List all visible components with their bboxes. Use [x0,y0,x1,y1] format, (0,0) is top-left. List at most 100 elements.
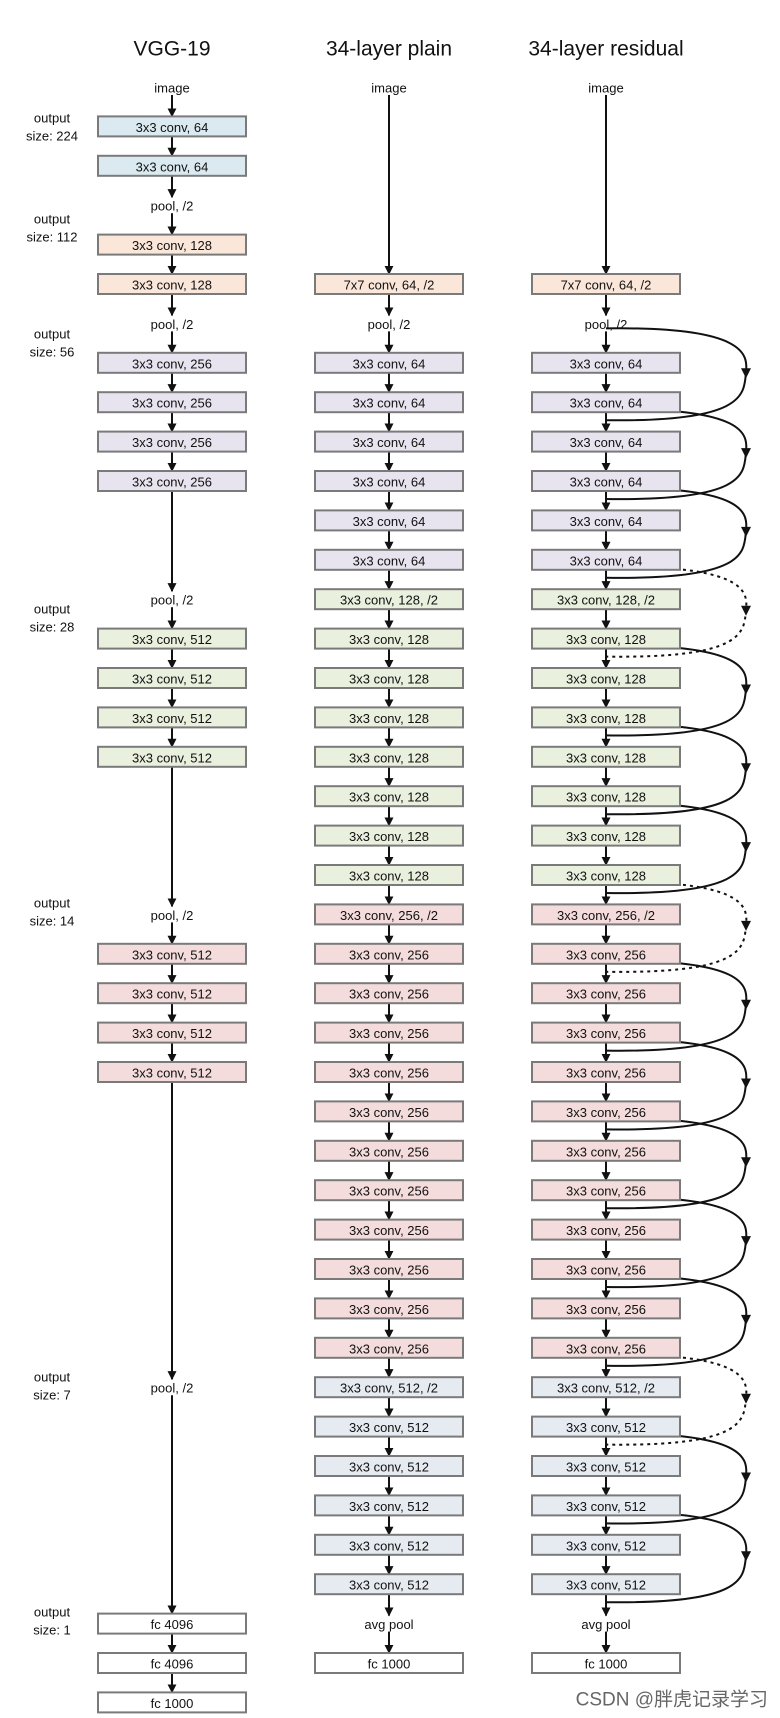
residual34-layer-box [531,745,681,768]
output-size-224-value: size: 224 [26,129,78,144]
plain34-layer-box [314,1100,464,1123]
vgg19-op-label: pool, /2 [151,908,194,923]
plain34-layer-box [314,1139,464,1162]
residual34-layer-label: 3x3 conv, 512 [566,1538,646,1553]
vgg19-layer-box [97,470,247,492]
vgg19-layer-label: 3x3 conv, 512 [132,1026,212,1041]
plain34-layer-box [314,942,464,965]
residual34-layer-box [531,273,681,295]
plain34-layer-label: 3x3 conv, 256 [349,1105,429,1120]
vgg19-layer-label: 3x3 conv, 512 [132,987,212,1002]
output-size-28-label: output [34,602,71,617]
vgg19-layer-box [97,115,247,138]
plain34-layer-label: 3x3 conv, 64 [353,356,426,371]
plain34-layer-label: 3x3 conv, 128 [349,711,429,726]
plain34-layer-label: 3x3 conv, 64 [353,396,426,411]
plain34-layer-box [314,509,464,532]
residual34-layer-label: fc 1000 [585,1657,628,1672]
plain34-layer-box [314,1061,464,1083]
residual34-layer-box [531,824,681,847]
shortcut-arrowhead [741,368,751,379]
plain34-layer-box [314,824,464,847]
residual34-layer-box [531,903,681,926]
plain34-layer-box [314,667,464,689]
plain34-title: 34-layer plain [326,38,452,61]
residual34-layer-box [531,627,681,650]
plain34-layer-label: 3x3 conv, 256 [349,1302,429,1317]
shortcut-arrowhead [741,448,751,459]
plain34-layer-box [314,470,464,492]
plain34-layer-label: 3x3 conv, 256 [349,1223,429,1238]
residual34-layer-box [531,470,681,492]
plain34-layer-label: 3x3 conv, 256 [349,987,429,1002]
residual34-layer-label: 3x3 conv, 128 [566,790,646,805]
output-size-56-label: output [34,327,71,342]
residual34-layer-label: 3x3 conv, 512 [566,1499,646,1514]
residual34-layer-box [531,351,681,374]
plain34-layer-label: 3x3 conv, 512 [349,1538,429,1553]
plain34-layer-box [314,1573,464,1596]
residual34-layer-box [531,1376,681,1399]
plain34-layer-label: 3x3 conv, 128 [349,672,429,687]
plain34-layer-label: 3x3 conv, 64 [353,435,426,450]
plain34-layer-box [314,1258,464,1280]
residual34-layer-label: 3x3 conv, 256 [566,1302,646,1317]
shortcut-arrowhead [741,1472,751,1483]
vgg19-layer-label: 3x3 conv, 512 [132,632,212,647]
plain34-layer-box [314,982,464,1005]
residual34-layer-label: 3x3 conv, 256 [566,1184,646,1199]
residual34-layer-box [531,1139,681,1162]
plain34-op-label: avg pool [364,1617,413,1632]
residual34-layer-box [531,1494,681,1517]
output-size-28-value: size: 28 [30,620,75,635]
residual34-layer-box [531,667,681,689]
plain34-layer-label: 3x3 conv, 256 [349,1026,429,1041]
plain34-layer-label: 3x3 conv, 512 [349,1499,429,1514]
vgg19-layer-label: 3x3 conv, 512 [132,750,212,765]
residual34-layer-label: 3x3 conv, 256 [566,1341,646,1356]
residual34-layer-box [531,1179,681,1202]
residual34-layer-label: 3x3 conv, 64 [570,553,643,568]
plain34-layer-label: 3x3 conv, 256 [349,1144,429,1159]
residual34-layer-box [531,942,681,965]
output-size-1-value: size: 1 [33,1623,71,1638]
residual34-layer-box [531,1415,681,1438]
vgg19-op-label: pool, /2 [151,317,194,332]
vgg19-layer-label: 3x3 conv, 64 [136,120,209,135]
plain34-op-label: image [371,81,406,96]
output-size-14-label: output [34,896,71,911]
shortcut-arrowhead [741,526,751,537]
plain34-layer-box [314,1021,464,1044]
vgg19-layer-box [97,391,247,414]
plain34-layer-box [314,430,464,453]
plain34-layer-box [314,1652,464,1674]
plain34-layer-label: 3x3 conv, 64 [353,514,426,529]
residual34-layer-box [531,1218,681,1241]
plain34-layer-box [314,1376,464,1399]
watermark: CSDN @胖虎记录学习 [576,1689,768,1711]
residual34-layer-box [531,1652,681,1674]
plain34-layer-label: 3x3 conv, 256 [349,947,429,962]
vgg19-op-label: pool, /2 [151,1381,194,1396]
plain34-layer-box [314,1494,464,1517]
plain34-layer-label: 3x3 conv, 256 [349,1341,429,1356]
vgg19-layer-box [97,273,247,295]
plain34-layer-box [314,745,464,768]
vgg19-layer-box [97,627,247,650]
plain34-layer-box [314,706,464,729]
vgg19-layer-label: fc 1000 [151,1696,194,1711]
plain34-layer-label: 3x3 conv, 256 [349,1263,429,1278]
vgg19-layer-label: 3x3 conv, 512 [132,1066,212,1081]
output-size-14-value: size: 14 [30,914,75,929]
plain34-layer-box [314,903,464,926]
vgg19-layer-label: 3x3 conv, 128 [132,278,212,293]
shortcut-arrowhead [741,842,751,853]
residual34-layer-label: 3x3 conv, 64 [570,396,643,411]
residual34-layer-box [531,982,681,1005]
vgg19-layer-box [97,154,247,177]
shortcut-arrowhead [741,999,751,1010]
residual34-layer-label: 3x3 conv, 256 [566,1105,646,1120]
residual34-layer-label: 3x3 conv, 128 [566,750,646,765]
